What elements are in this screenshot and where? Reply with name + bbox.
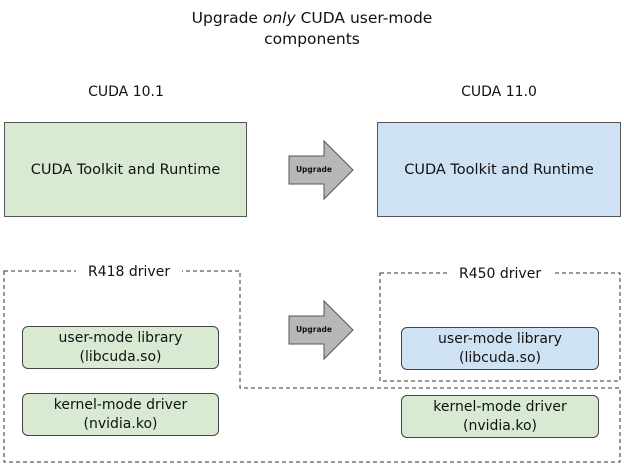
upgrade-arrow-middle — [288, 299, 354, 361]
left-user-mode-library-box: user-mode library (libcuda.so) — [22, 326, 219, 369]
right-user-lib-line2: (libcuda.so) — [459, 349, 541, 366]
right-kernel-line1: kernel-mode driver — [433, 398, 567, 415]
upgrade-arrow-top — [288, 139, 354, 201]
right-user-mode-library-box: user-mode library (libcuda.so) — [401, 327, 599, 370]
title-suffix: CUDA user-mode — [295, 9, 433, 27]
upgrade-arrow-middle-label: Upgrade — [295, 325, 333, 334]
right-toolkit-box: CUDA Toolkit and Runtime — [377, 122, 621, 217]
right-user-lib-line1: user-mode library — [438, 330, 562, 347]
left-column-header: CUDA 10.1 — [88, 84, 164, 100]
right-toolkit-label: CUDA Toolkit and Runtime — [404, 161, 594, 178]
r450-driver-label: R450 driver — [447, 265, 554, 283]
title-line-1: Upgrade only CUDA user-mode — [0, 8, 624, 29]
left-toolkit-label: CUDA Toolkit and Runtime — [30, 161, 221, 178]
upgrade-arrow-top-label: Upgrade — [295, 165, 333, 174]
left-toolkit-box: CUDA Toolkit and Runtime — [4, 122, 247, 217]
right-kernel-line2: (nvidia.ko) — [463, 417, 537, 434]
title-emphasis: only — [262, 9, 296, 27]
right-column-header: CUDA 11.0 — [461, 84, 537, 100]
left-kernel-mode-driver-box: kernel-mode driver (nvidia.ko) — [22, 393, 219, 436]
right-kernel-mode-driver-box: kernel-mode driver (nvidia.ko) — [401, 395, 599, 438]
left-user-lib-line2: (libcuda.so) — [79, 348, 162, 365]
left-kernel-line2: (nvidia.ko) — [83, 415, 158, 432]
title-line-2: components — [264, 30, 360, 48]
r418-driver-label: R418 driver — [76, 263, 183, 281]
left-kernel-line1: kernel-mode driver — [53, 396, 188, 413]
title-prefix: Upgrade — [191, 9, 263, 27]
left-user-lib-line1: user-mode library — [58, 329, 183, 346]
r418-driver-group-border — [3, 270, 621, 463]
diagram-title: Upgrade only CUDA user-mode components — [0, 8, 624, 50]
